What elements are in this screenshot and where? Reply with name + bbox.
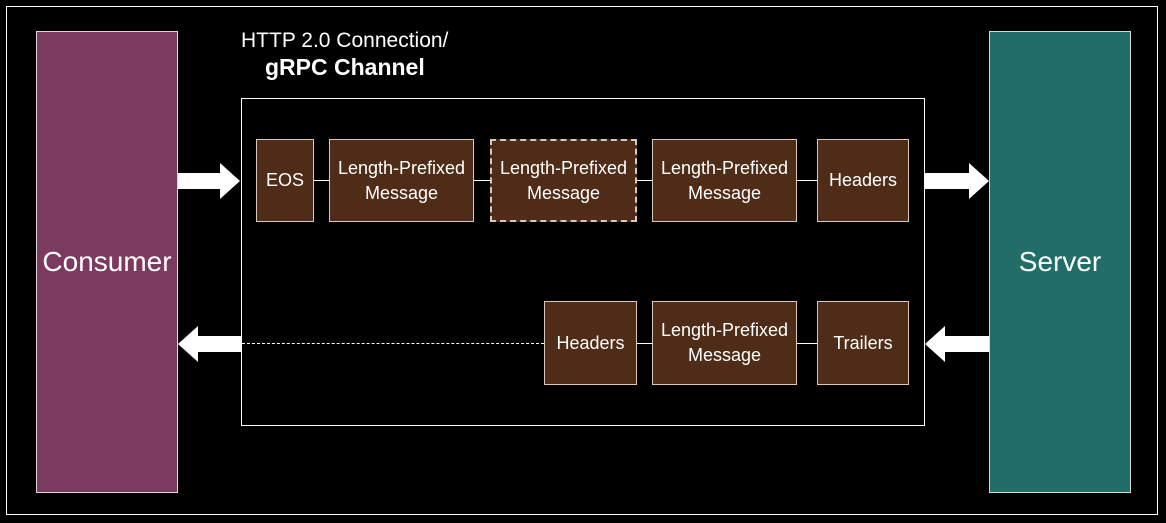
request-frame-label: EOS	[265, 170, 304, 190]
request-connector	[797, 180, 817, 181]
request-frame-eos: EOS	[256, 139, 314, 222]
response-frame-label: Headers	[556, 332, 625, 353]
request-frame-headers: Headers	[817, 139, 909, 222]
channel-title-line2: gRPC Channel	[265, 54, 425, 80]
response-connector	[637, 343, 652, 344]
arrow-left-icon	[178, 326, 242, 362]
request-connector	[637, 180, 652, 181]
channel-title: HTTP 2.0 Connection/ gRPC Channel	[241, 28, 448, 80]
response-dashed-connector	[242, 343, 544, 344]
server-box: Server	[989, 31, 1131, 493]
request-connector	[474, 180, 490, 181]
server-label: Server	[1018, 246, 1102, 277]
request-frame-label: Length-Prefixed Message	[499, 157, 628, 203]
request-frame-label: Length-Prefixed Message	[337, 157, 466, 203]
request-frame-message: Length-Prefixed Message	[329, 139, 474, 222]
response-frame-message: Length-Prefixed Message	[652, 301, 797, 385]
channel-title-line1: HTTP 2.0 Connection/	[241, 29, 449, 52]
request-frame-label: Headers	[828, 170, 898, 190]
request-frame-label: Length-Prefixed Message	[660, 157, 789, 203]
request-frame-message: Length-Prefixed Message	[652, 139, 797, 222]
response-connector	[797, 343, 817, 344]
response-frame-trailers: Trailers	[817, 301, 909, 385]
outer-border	[6, 6, 1158, 515]
request-connector	[314, 180, 329, 181]
arrow-right-icon	[925, 163, 989, 199]
response-frame-headers: Headers	[544, 301, 637, 385]
response-frame-label: Trailers	[833, 332, 893, 353]
grpc-channel-box	[241, 98, 925, 426]
arrow-right-icon	[178, 163, 240, 199]
request-frame-message-dashed: Length-Prefixed Message	[490, 139, 637, 222]
consumer-box: Consumer	[36, 31, 178, 493]
response-frame-label: Length-Prefixed Message	[660, 320, 789, 365]
consumer-label: Consumer	[42, 246, 172, 277]
arrow-left-icon	[925, 326, 989, 362]
